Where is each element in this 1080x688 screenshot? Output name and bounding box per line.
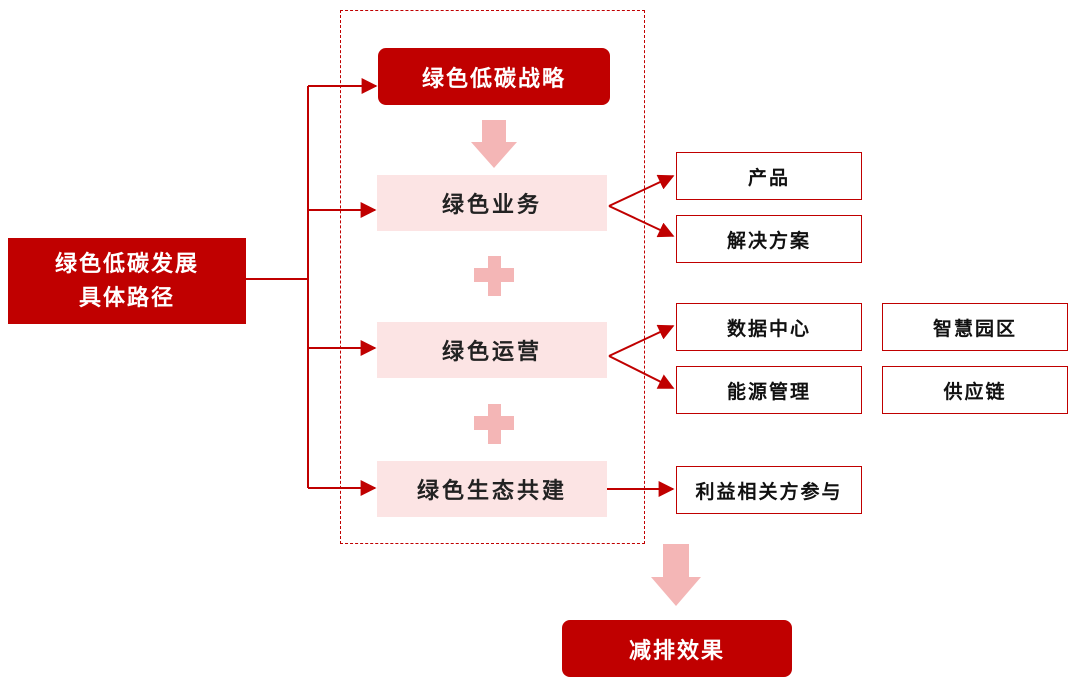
strategy-label: 绿色低碳战略 [421,65,566,92]
fork-operation-bottom [608,355,675,389]
pillar-ecosystem-label: 绿色生态共建 [416,478,567,504]
leaf-solution-label: 解决方案 [726,229,811,252]
strategy-node: 绿色低碳战略 [378,48,610,105]
leaf-supply-chain: 供应链 [882,366,1068,414]
result-label: 减排效果 [628,637,725,664]
leaf-solution: 解决方案 [676,215,862,263]
result-node: 减排效果 [562,620,792,677]
leaf-product: 产品 [676,152,862,200]
pillar-operation-label: 绿色运营 [441,339,542,365]
leaf-product-label: 产品 [747,166,790,189]
root-line-2: 具体路径 [78,285,175,311]
fork-operation-top [608,324,675,357]
plus-icon [474,256,514,296]
fork-business-bottom [608,205,675,238]
down-arrow-result [651,544,701,606]
pillar-business: 绿色业务 [377,175,607,231]
leaf-supply-chain-label: 供应链 [943,380,1007,403]
leaf-data-center: 数据中心 [676,303,862,351]
leaf-stakeholders-label: 利益相关方参与 [695,480,843,503]
leaf-smart-park: 智慧园区 [882,303,1068,351]
root-node: 绿色低碳发展 具体路径 [8,238,246,324]
pillar-operation: 绿色运营 [377,322,607,378]
pillar-business-label: 绿色业务 [441,192,542,218]
leaf-energy: 能源管理 [676,366,862,414]
leaf-energy-label: 能源管理 [726,380,811,403]
pillar-ecosystem: 绿色生态共建 [377,461,607,517]
leaf-smart-park-label: 智慧园区 [932,317,1017,340]
leaf-data-center-label: 数据中心 [726,317,811,340]
plus-icon [474,404,514,444]
fork-business-top [608,174,675,207]
root-line-1: 绿色低碳发展 [54,251,199,277]
leaf-stakeholders: 利益相关方参与 [676,466,862,514]
strategy-scope-frame [340,10,645,544]
down-arrow-strategy [471,120,517,168]
